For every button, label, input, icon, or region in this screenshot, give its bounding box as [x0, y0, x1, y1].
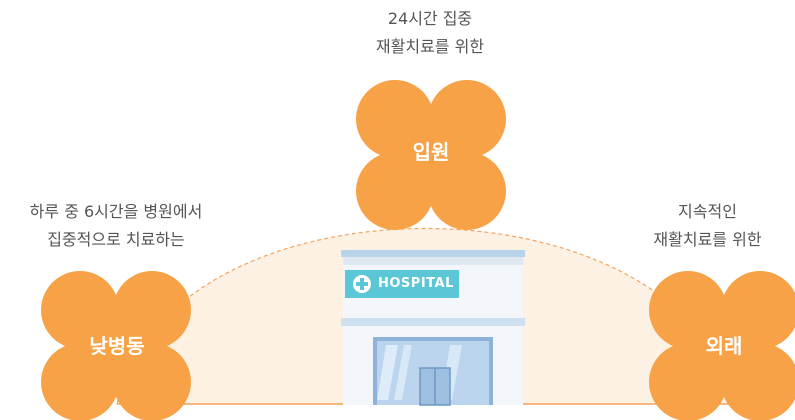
inpatient-caption-line2: 재활치료를 위한	[375, 37, 485, 56]
blob-day-ward	[41, 271, 191, 420]
hospital-building	[341, 250, 525, 406]
blob-outpatient	[649, 271, 795, 420]
inpatient-caption-line1: 24시간 집중	[387, 9, 473, 28]
hospital-sign-text: HOSPITAL	[378, 276, 454, 291]
day-ward-caption-line1: 하루 중 6시간을 병원에서	[29, 202, 203, 221]
outpatient-caption: 지속적인 재활치료를 위한	[620, 198, 795, 254]
blob-inpatient	[356, 80, 506, 230]
inpatient-label: 입원	[412, 140, 450, 164]
outpatient-label: 외래	[705, 334, 743, 358]
day-ward-caption-line2: 집중적으로 치료하는	[47, 230, 185, 249]
medical-cross-icon	[353, 275, 371, 293]
inpatient-caption: 24시간 집중 재활치료를 위한	[310, 5, 550, 61]
outpatient-caption-line2: 재활치료를 위한	[653, 230, 762, 249]
day-ward-caption: 하루 중 6시간을 병원에서 집중적으로 치료하는	[0, 198, 232, 254]
day-ward-label: 낮병동	[89, 334, 145, 358]
hospital-sign	[345, 270, 459, 298]
outpatient-caption-line1: 지속적인	[678, 202, 737, 221]
